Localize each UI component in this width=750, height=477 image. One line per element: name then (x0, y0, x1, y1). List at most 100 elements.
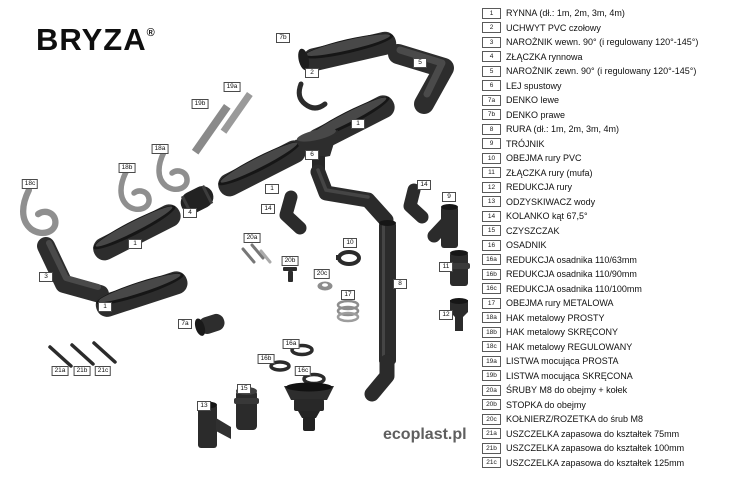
diagram-callout: 19a (223, 82, 241, 92)
legend-item-label: USZCZELKA zapasowa do kształtek 100mm (506, 443, 685, 454)
legend-item-tag: 16 (482, 239, 501, 251)
diagram-callout: 16b (257, 354, 275, 364)
legend-item-tag: 16b (482, 268, 501, 280)
diagram-callout: 18a (151, 144, 169, 154)
diagram-callout: 20b (281, 256, 299, 266)
trap-reducer-rings (269, 343, 326, 386)
gutter-section-top (298, 28, 399, 74)
legend-item: 21b USZCZELKA zapasowa do kształtek 100mm (482, 441, 746, 456)
legend-item: 8 RURA (dł.: 1m, 2m, 3m, 4m) (482, 122, 746, 137)
legend-item-tag: 15 (482, 225, 501, 237)
legend-item-label: LISTWA mocująca SKRĘCONA (506, 370, 633, 381)
mounting-strips (191, 92, 253, 155)
diagram-callout: 8 (393, 279, 407, 289)
legend-item-tag: 2 (482, 22, 501, 34)
diagram-callout: 18c (21, 179, 39, 189)
legend-item-label: KOLANKO kąt 67,5° (506, 211, 588, 222)
legend-item-label: ZŁĄCZKA rury (mufa) (506, 167, 593, 178)
legend-item-tag: 16a (482, 254, 501, 266)
legend-item-tag: 21b (482, 442, 501, 454)
legend-item-tag: 21c (482, 457, 501, 469)
legend-item-label: NAROŻNIK zewn. 90° (i regulowany 120°-14… (506, 66, 697, 77)
registered-mark: ® (146, 27, 156, 39)
gutter-section (213, 135, 310, 201)
corner-inner-icon (37, 237, 109, 303)
diagram-callout: 21c (94, 366, 112, 376)
tee-branch (427, 204, 458, 248)
legend-item-label: CZYSZCZAK (506, 225, 560, 236)
watermark-text: ecoplast.pl (383, 426, 467, 443)
downpipe (364, 220, 396, 402)
pipe-clamp-pvc (336, 250, 361, 266)
legend-item-label: TRÓJNIK (506, 138, 545, 149)
diagram-callout: 3 (39, 272, 53, 282)
legend-item-label: USZCZELKA zapasowa do kształtek 75mm (506, 428, 680, 439)
diagram-callout: 19b (191, 99, 209, 109)
diagram-callout: 20c (313, 269, 331, 279)
diagram-callout: 10 (343, 238, 357, 248)
legend-item-tag: 1 (482, 7, 501, 19)
offset-elbows (310, 164, 394, 228)
legend-item-tag: 12 (482, 181, 501, 193)
legend-item-tag: 11 (482, 167, 501, 179)
legend-item-label: LISTWA mocująca PROSTA (506, 356, 619, 367)
legend-item-tag: 21a (482, 428, 501, 440)
legend-item-tag: 8 (482, 123, 501, 135)
diagram-callout: 7a (178, 319, 192, 329)
diagram-callout: 18b (118, 163, 136, 173)
legend-item-label: RURA (dł.: 1m, 2m, 3m, 4m) (506, 124, 620, 135)
legend-item-label: REDUKCJA osadnika 110/63mm (506, 254, 637, 265)
legend-item-label: ŚRUBY M8 do obejmy + kołek (506, 385, 628, 396)
diagram-callout: 21a (51, 366, 69, 376)
legend-item-label: STOPKA do obejmy (506, 399, 586, 410)
legend-item-tag: 18b (482, 326, 501, 338)
screws (241, 243, 272, 264)
legend-item-tag: 7a (482, 94, 501, 106)
legend-item-tag: 6 (482, 80, 501, 92)
legend-item: 11 ZŁĄCZKA rury (mufa) (482, 166, 746, 181)
end-cap-left (194, 313, 225, 336)
diagram-callout: 14 (417, 180, 431, 190)
legend-item: 15 CZYSZCZAK (482, 224, 746, 239)
diagram-callout: 1 (98, 302, 112, 312)
elbow-67-icon (279, 190, 307, 235)
legend-item-label: OBEJMA rury PVC (506, 153, 582, 164)
legend-item-label: DENKO prawe (506, 109, 566, 120)
legend-item-label: HAK metalowy REGULOWANY (506, 341, 633, 352)
legend-item-tag: 19b (482, 370, 501, 382)
legend-item-tag: 13 (482, 196, 501, 208)
legend-item-label: ODZYSKIWACZ wody (506, 196, 596, 207)
diagram-callout: 1 (128, 239, 142, 249)
diagram-callout: 21b (73, 366, 91, 376)
pipe-reducer (450, 298, 468, 331)
diagram-art (0, 28, 470, 448)
gutter-connector (180, 185, 214, 215)
legend-item-tag: 18a (482, 312, 501, 324)
diagram-callout: 15 (237, 384, 251, 394)
legend-item: 16b REDUKCJA osadnika 110/90mm (482, 267, 746, 282)
legend-item-label: USZCZELKA zapasowa do kształtek 125mm (506, 457, 685, 468)
legend-item-tag: 18c (482, 341, 501, 353)
legend-item: 13 ODZYSKIWACZ wody (482, 195, 746, 210)
legend-item-tag: 20c (482, 413, 501, 425)
diagram-callout: 7b (276, 33, 290, 43)
legend-item: 21a USZCZELKA zapasowa do kształtek 75mm (482, 427, 746, 442)
rosette (317, 281, 333, 291)
legend-item-tag: 20b (482, 399, 501, 411)
gutter-bracket-icon (296, 81, 328, 111)
legend-item-label: OBEJMA rury METALOWA (506, 298, 614, 309)
legend-item-label: REDUKCJA osadnika 110/90mm (506, 269, 637, 280)
